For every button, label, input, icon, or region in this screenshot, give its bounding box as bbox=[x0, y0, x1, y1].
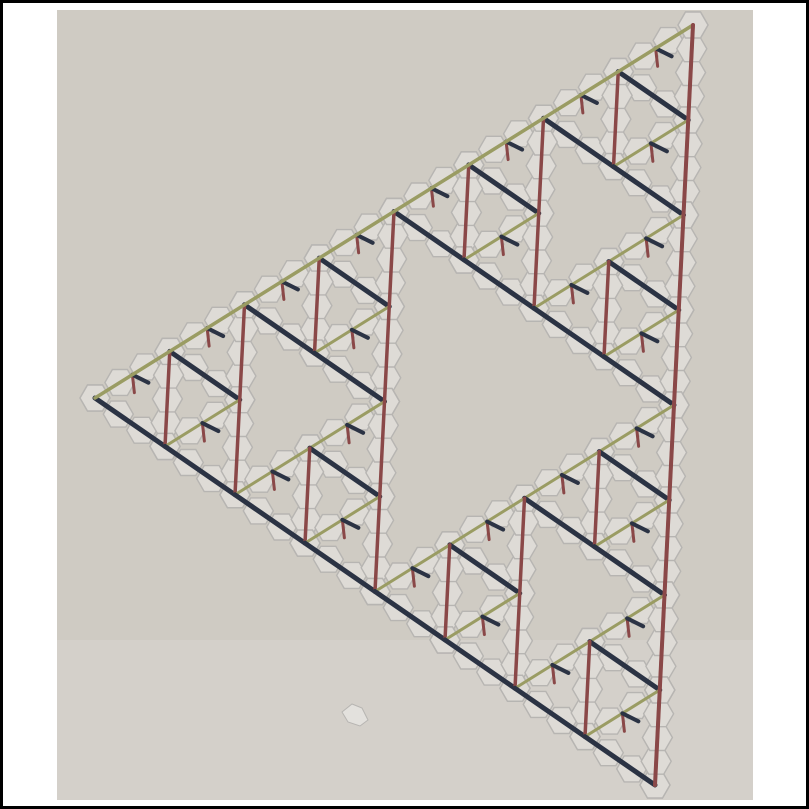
figure-frame bbox=[0, 0, 809, 809]
